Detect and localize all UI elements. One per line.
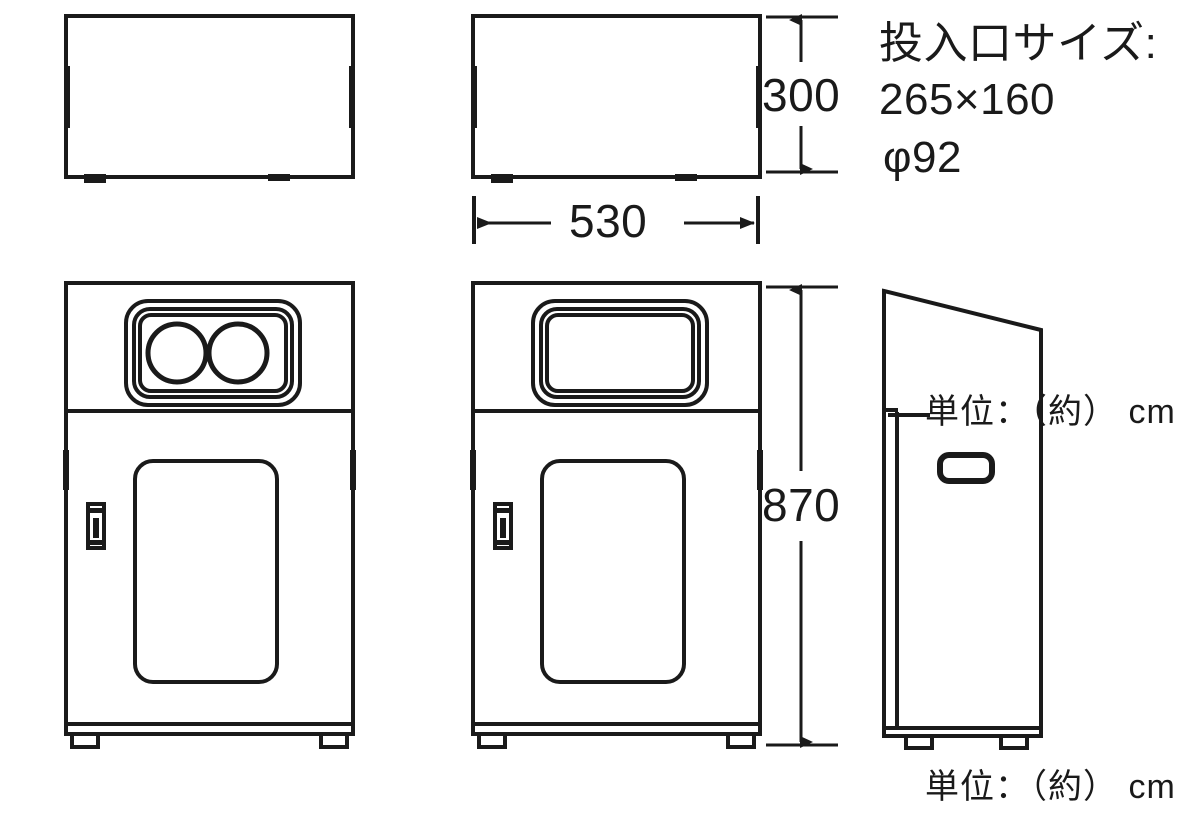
front-view-middle-unit <box>470 281 763 749</box>
front-middle-rib-right <box>757 450 763 490</box>
top-view-middle-unit <box>471 14 762 183</box>
dimension-300 <box>766 14 838 175</box>
top-view-middle-left-foot-mark <box>491 174 513 183</box>
top-view-middle-outline <box>471 14 762 179</box>
front-middle-door-panel <box>540 459 686 684</box>
front-left-plinth <box>64 722 355 736</box>
top-view-middle-right-foot-mark <box>675 174 697 181</box>
inlet-size-annotation-rect: 265×160 <box>879 75 1056 124</box>
front-left-lock-bar-top <box>90 508 102 513</box>
front-middle-lock-bar-top <box>497 508 509 513</box>
side-view-plinth <box>882 726 1043 738</box>
side-view-outline <box>882 288 1043 736</box>
top-view-left-edge-rib <box>64 66 70 128</box>
dimension-label-870: 870 <box>762 479 841 531</box>
top-view-right-foot-mark <box>268 174 290 181</box>
unit-note-overlay: 単位：（約） cm <box>925 393 1176 431</box>
front-middle-lock-bar-bottom <box>497 540 509 545</box>
front-middle-foot-1 <box>477 732 507 749</box>
side-view-handle-slot <box>937 452 995 484</box>
front-left-round-hole-1 <box>145 321 209 385</box>
front-left-rib-left <box>63 450 69 490</box>
front-left-lock-bar-bottom <box>90 540 102 545</box>
front-middle-opening-slot <box>545 313 695 393</box>
side-view-unit <box>882 288 1043 750</box>
top-view-middle-left-rib <box>471 66 477 128</box>
front-left-foot-1 <box>70 732 100 749</box>
front-left-rib-right <box>350 450 356 490</box>
unit-note-bottom: 単位：（約） cm <box>925 768 1176 806</box>
top-view-left-unit <box>64 14 355 183</box>
front-middle-plinth <box>471 722 762 736</box>
front-middle-lock-slot <box>500 518 506 538</box>
inlet-size-annotation-diameter: φ92 <box>883 133 962 182</box>
inlet-size-annotation-label: 投入口サイズ: <box>879 19 1158 68</box>
front-left-door-panel <box>133 459 279 684</box>
dimension-870 <box>766 284 838 748</box>
front-left-round-hole-2 <box>206 321 270 385</box>
front-left-foot-2 <box>319 732 349 749</box>
top-view-right-edge-rib <box>349 66 355 128</box>
top-view-left-foot-mark <box>84 174 106 183</box>
dimension-label-530: 530 <box>569 195 648 247</box>
side-view-foot-1 <box>904 734 934 750</box>
front-middle-rib-left <box>470 450 476 490</box>
side-view-foot-2 <box>999 734 1029 750</box>
front-left-lock-slot <box>93 518 99 538</box>
dimension-label-300: 300 <box>762 69 841 121</box>
front-view-left-unit <box>63 281 356 749</box>
dimension-530 <box>472 196 760 244</box>
front-middle-foot-2 <box>726 732 756 749</box>
top-view-left-outline <box>64 14 355 179</box>
top-view-middle-right-rib <box>756 66 762 128</box>
